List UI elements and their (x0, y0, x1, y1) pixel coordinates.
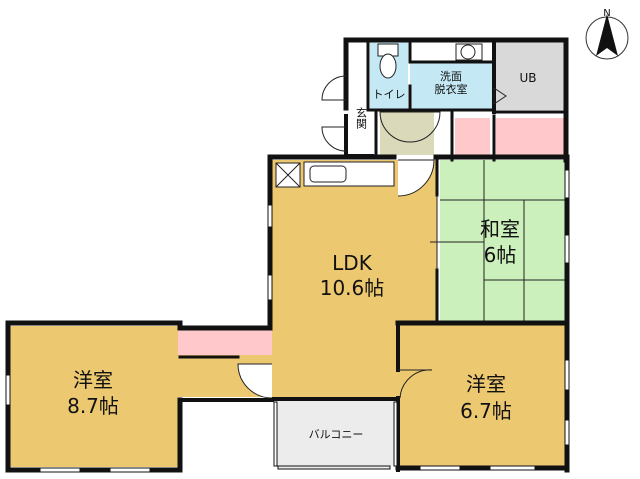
fixtures (275, 43, 483, 188)
yoshitsu-east-name: 洋室 (466, 372, 506, 396)
yoshitsu-east-floor (400, 325, 566, 466)
washroom-floor (410, 62, 492, 109)
bath-floor (494, 42, 564, 110)
bath-label: UB (519, 71, 536, 85)
washitsu-floor (440, 160, 566, 322)
kitchen-sink-icon (309, 165, 347, 183)
toilet-bowl-icon (379, 53, 397, 79)
washroom-label-line1: 洗面 (440, 70, 462, 83)
compass: N (585, 8, 629, 60)
closet-west (178, 328, 272, 355)
tatami-lines (430, 160, 566, 322)
closet-bath (496, 118, 564, 155)
washitsu-size: 6帖 (484, 243, 517, 267)
compass-north-label: N (603, 8, 610, 19)
yoshitsu-west-size: 8.7帖 (67, 394, 119, 418)
entrance-floor (380, 110, 434, 155)
walls (5, 37, 570, 473)
toilet-label: トイレ (373, 88, 406, 101)
yoshitsu-west-name: 洋室 (73, 368, 113, 392)
north-arrow-icon (596, 14, 618, 56)
entrance-label: 玄関 (355, 106, 368, 129)
floor-fills (10, 42, 566, 467)
labels: LDK 10.6帖 和室 6帖 洋室 8.7帖 洋室 6.7帖 トイレ 洗面 脱… (67, 70, 536, 441)
ldk-name: LDK (332, 251, 373, 275)
doors (237, 75, 507, 399)
washitsu-name: 和室 (480, 217, 520, 241)
yoshitsu-east-size: 6.7帖 (460, 399, 512, 423)
balcony-floor (276, 400, 396, 466)
ldk-size: 10.6帖 (320, 276, 385, 300)
balcony-label: バルコニー (309, 428, 364, 441)
closet-hall (455, 118, 490, 155)
yoshitsu-west-floor (10, 326, 178, 467)
washroom-label-line2: 脱衣室 (435, 82, 468, 96)
windows (5, 169, 570, 473)
wash-basin-icon (460, 44, 476, 60)
